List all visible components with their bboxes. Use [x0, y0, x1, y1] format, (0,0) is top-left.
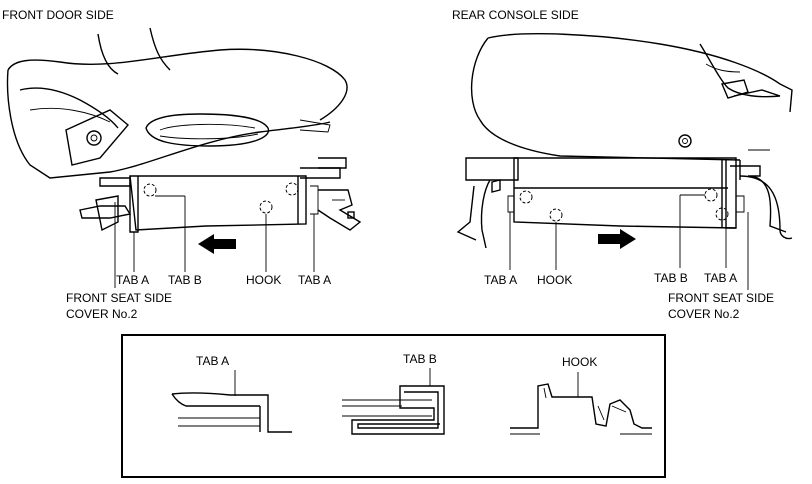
hook-label: HOOK — [246, 273, 281, 287]
hook-detail-label: HOOK — [562, 355, 597, 369]
front-door-side-panel: FRONT DOOR SIDE — [2, 8, 362, 321]
tab-b-marker — [704, 188, 718, 202]
tab-a-label: TAB A — [704, 271, 737, 285]
tab-a-label: TAB A — [116, 273, 149, 287]
hook-marker — [549, 208, 563, 222]
tab-b-detail: TAB B — [342, 352, 445, 435]
tab-a-label: TAB A — [298, 273, 331, 287]
front-seat-illustration — [6, 27, 348, 179]
tab-b-marker — [143, 183, 157, 197]
cover-label-line2: COVER No.2 — [66, 307, 138, 321]
rear-seat-rail — [456, 157, 793, 249]
front-door-side-heading: FRONT DOOR SIDE — [2, 8, 114, 22]
tab-a-detail-label: TAB A — [196, 354, 229, 368]
hook-label: HOOK — [537, 273, 572, 287]
front-leader-lines — [114, 195, 315, 288]
tab-a-marker — [519, 190, 533, 204]
front-seat-side-cover-left — [129, 175, 319, 233]
tab-b-detail-label: TAB B — [403, 352, 437, 366]
tab-a-marker — [715, 207, 729, 221]
tab-b-label: TAB B — [654, 271, 688, 285]
rear-console-side-heading: REAR CONSOLE SIDE — [452, 8, 579, 22]
arrow-right-icon — [598, 229, 636, 249]
rear-leader-lines — [509, 194, 749, 290]
rear-seat-illustration — [470, 33, 793, 180]
hook-detail: HOOK — [510, 355, 652, 435]
rear-console-side-panel: REAR CONSOLE SIDE — [452, 8, 793, 321]
cover-label-line1: FRONT SEAT SIDE — [66, 291, 172, 305]
tab-a-marker — [285, 182, 299, 196]
detail-box: TAB A TAB B HOOK — [121, 334, 666, 478]
arrow-left-icon — [198, 234, 236, 254]
hook-marker — [259, 200, 273, 214]
tab-b-label: TAB B — [168, 273, 202, 287]
cover-label-line1: FRONT SEAT SIDE — [668, 291, 774, 305]
cover-label-line2: COVER No.2 — [668, 307, 740, 321]
tab-a-label: TAB A — [484, 273, 517, 287]
front-seat-side-cover-right — [507, 157, 745, 229]
tab-a-detail: TAB A — [171, 354, 292, 433]
detail-frame — [121, 334, 666, 478]
